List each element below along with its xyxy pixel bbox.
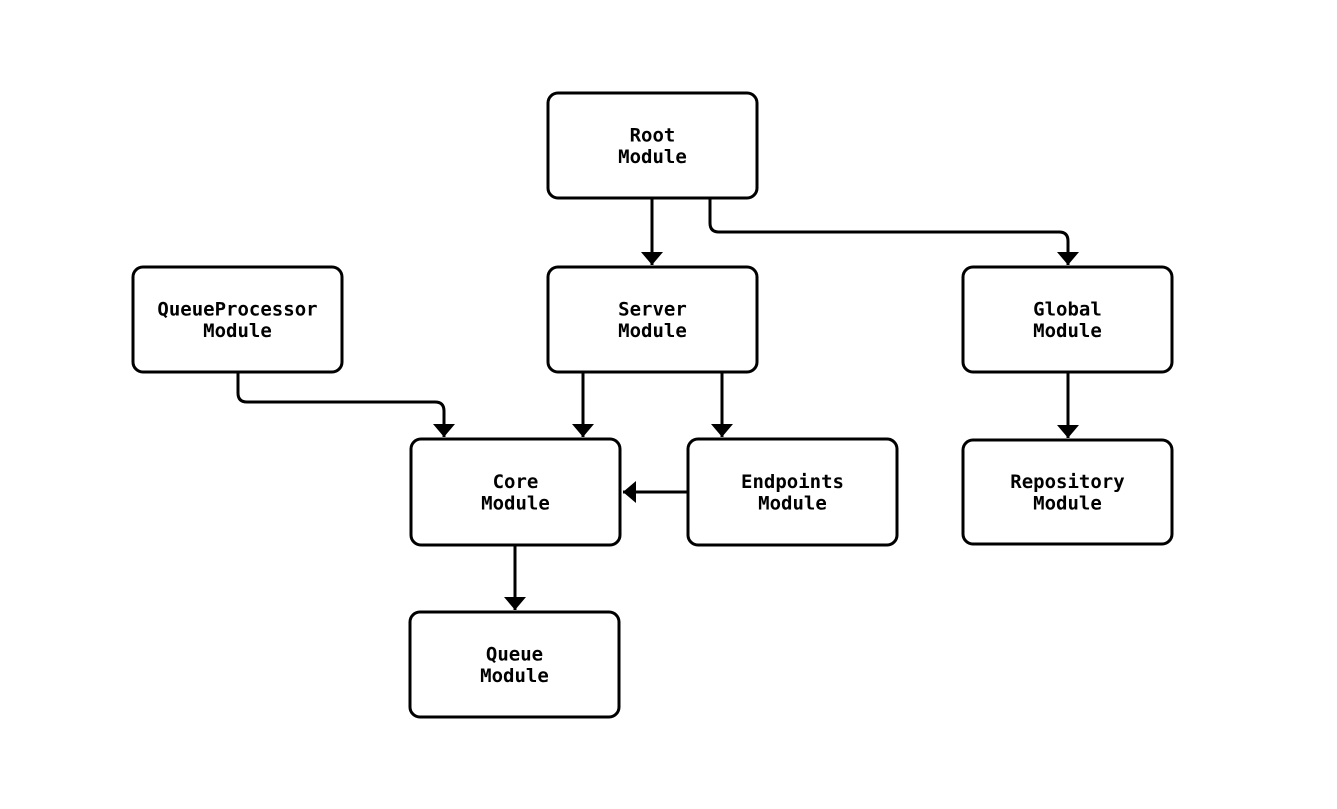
node-repository-box [961, 438, 1174, 546]
edge-root-to-global [708, 198, 1079, 265]
node-root-box [546, 91, 759, 200]
edge-queueprocessor-to-core [236, 372, 455, 437]
node-server-box [546, 265, 759, 374]
node-queueprocessor-box [131, 265, 344, 374]
node-global-box [961, 265, 1174, 374]
node-queue-box [408, 610, 621, 719]
node-endpoints-box [686, 437, 899, 547]
node-core-box [409, 437, 622, 547]
